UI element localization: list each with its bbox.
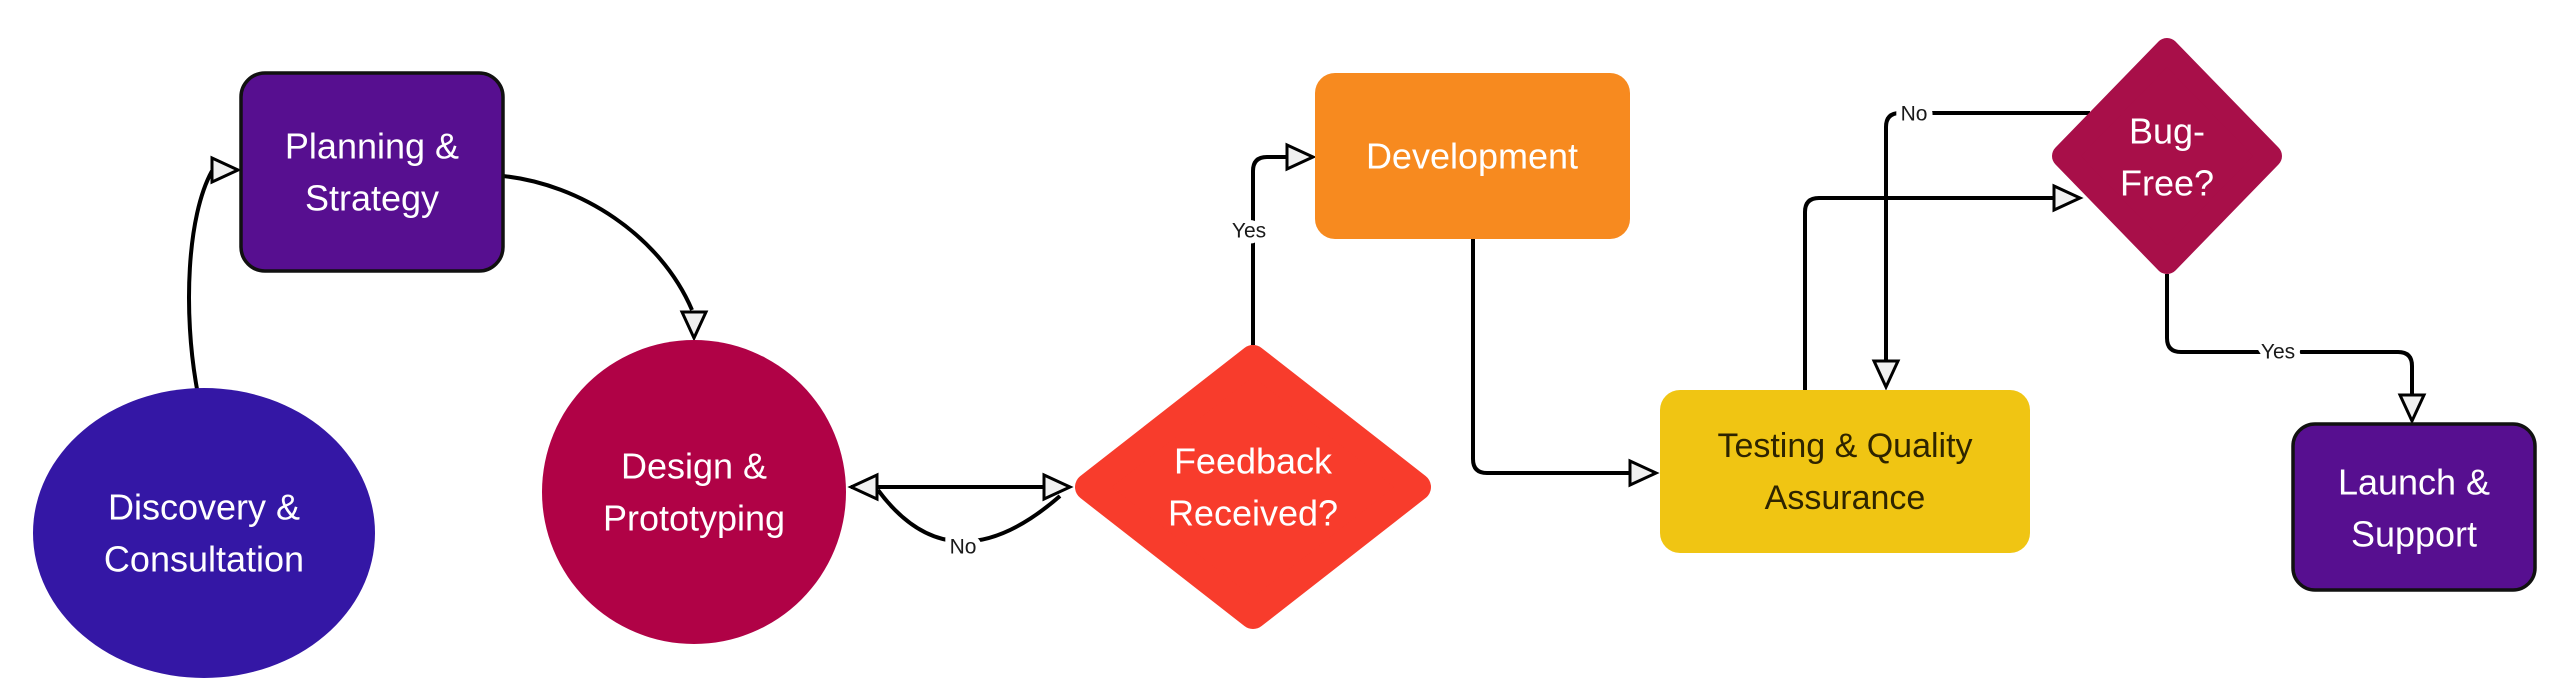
planning-shape — [239, 71, 505, 273]
edge-feedback-to-development-yes — [1251, 155, 1287, 345]
arrowhead-into-design-right-icon — [847, 472, 879, 502]
arrowhead-into-testing-top-icon — [1871, 359, 1901, 391]
arrowhead-into-planning-icon — [210, 155, 242, 185]
node-design: Design & Prototyping — [542, 340, 846, 644]
edges — [187, 111, 2414, 544]
node-development: Development — [1315, 73, 1630, 239]
testing-label-line1: Testing & Quality — [1717, 427, 1972, 465]
launch-shape — [2291, 422, 2537, 592]
discovery-label-line2: Consultation — [104, 539, 304, 580]
edge-bugfree-to-launch-yes — [2165, 274, 2414, 395]
design-label-line2: Prototyping — [603, 498, 785, 539]
arrowhead-into-launch-icon — [2397, 393, 2427, 425]
planning-label-line1: Planning & — [285, 126, 459, 167]
edge-label-feedback-yes: Yes — [1232, 220, 1266, 243]
node-testing: Testing & Quality Assurance — [1660, 390, 2030, 553]
design-label-line1: Design & — [621, 446, 767, 487]
design-shape — [542, 340, 846, 644]
edge-feedback-to-design-no — [876, 488, 1062, 544]
node-planning: Planning & Strategy — [239, 71, 505, 273]
node-feedback: Feedback Received? — [1075, 345, 1431, 629]
node-bugfree: Bug- Free? — [2052, 38, 2282, 274]
node-discovery: Discovery & Consultation — [33, 388, 375, 678]
development-label: Development — [1366, 136, 1578, 177]
edge-bugfree-to-testing-no — [1884, 111, 2090, 361]
arrowhead-into-design-top-icon — [679, 310, 709, 342]
node-launch: Launch & Support — [2291, 422, 2537, 592]
testing-label-line2: Assurance — [1765, 479, 1926, 517]
launch-label-line2: Support — [2351, 514, 2477, 555]
planning-label-line2: Strategy — [305, 178, 439, 219]
edge-development-to-testing — [1471, 239, 1630, 475]
feedback-label-line2: Received? — [1168, 493, 1338, 534]
edge-label-bugfree-yes: Yes — [2261, 341, 2295, 364]
edge-label-bugfree-no: No — [1901, 103, 1928, 126]
development-shape — [1315, 73, 1630, 239]
edge-discovery-to-planning — [187, 170, 214, 390]
arrowhead-into-bugfree-icon — [2052, 183, 2084, 213]
feedback-shape — [1075, 345, 1431, 629]
discovery-shape — [33, 388, 375, 678]
edge-label-feedback-no: No — [950, 536, 977, 559]
arrowheads — [210, 142, 2427, 502]
launch-label-line1: Launch & — [2338, 462, 2490, 503]
arrowhead-into-testing-left-icon — [1628, 458, 1660, 488]
edge-testing-to-bugfree — [1803, 196, 2054, 390]
arrowhead-into-feedback-icon — [1042, 472, 1074, 502]
edge-planning-to-design — [502, 174, 694, 311]
bugfree-shape — [2052, 38, 2282, 274]
arrowhead-into-development-icon — [1285, 142, 1317, 172]
testing-shape — [1660, 390, 2030, 553]
feedback-label-line1: Feedback — [1174, 441, 1333, 482]
bugfree-label-line2: Free? — [2120, 163, 2214, 204]
bugfree-label-line1: Bug- — [2129, 111, 2205, 152]
discovery-label-line1: Discovery & — [108, 487, 300, 528]
